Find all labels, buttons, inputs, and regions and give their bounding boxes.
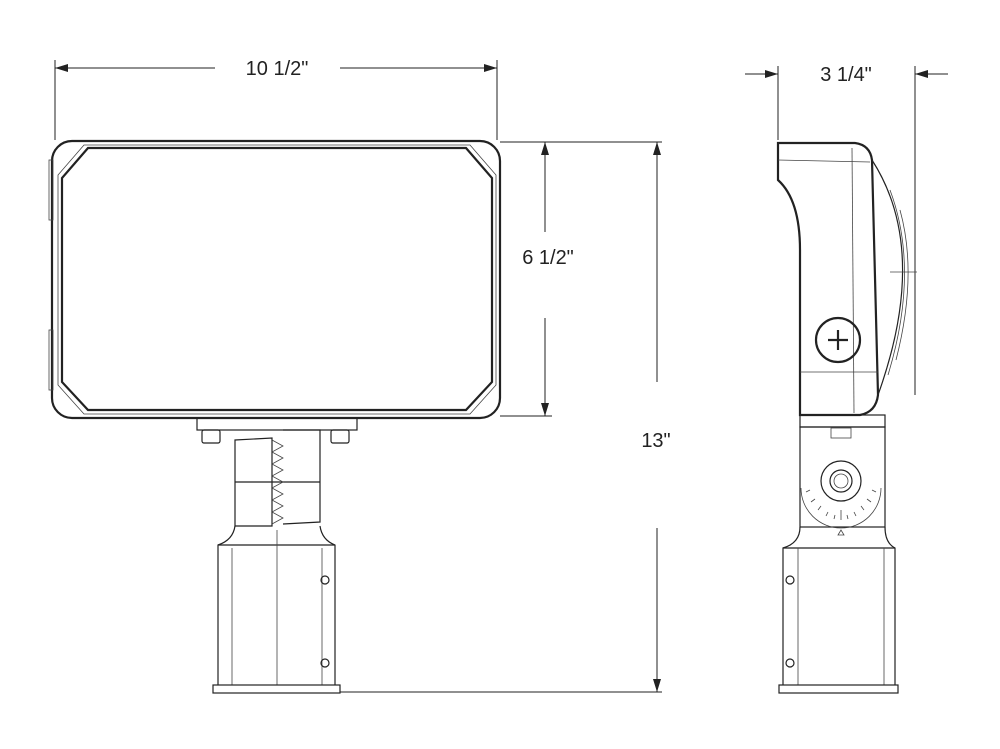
width-label: 10 1/2" [246, 58, 309, 80]
side-knob [814, 316, 862, 364]
front-view-head [48, 139, 502, 420]
depth-label: 3 1/4" [820, 64, 872, 86]
head-height-dimension: 6 1/2" [500, 141, 662, 417]
head-height-label: 6 1/2" [522, 247, 574, 269]
overall-height-label: 13" [641, 430, 670, 452]
width-dimension: 10 1/2" [54, 58, 498, 140]
overall-height-dimension: 13" [340, 142, 671, 693]
side-view-bracket [778, 414, 899, 694]
side-view-head [776, 141, 917, 417]
depth-dimension: 3 1/4" [745, 64, 948, 395]
front-view-bracket [196, 417, 358, 694]
